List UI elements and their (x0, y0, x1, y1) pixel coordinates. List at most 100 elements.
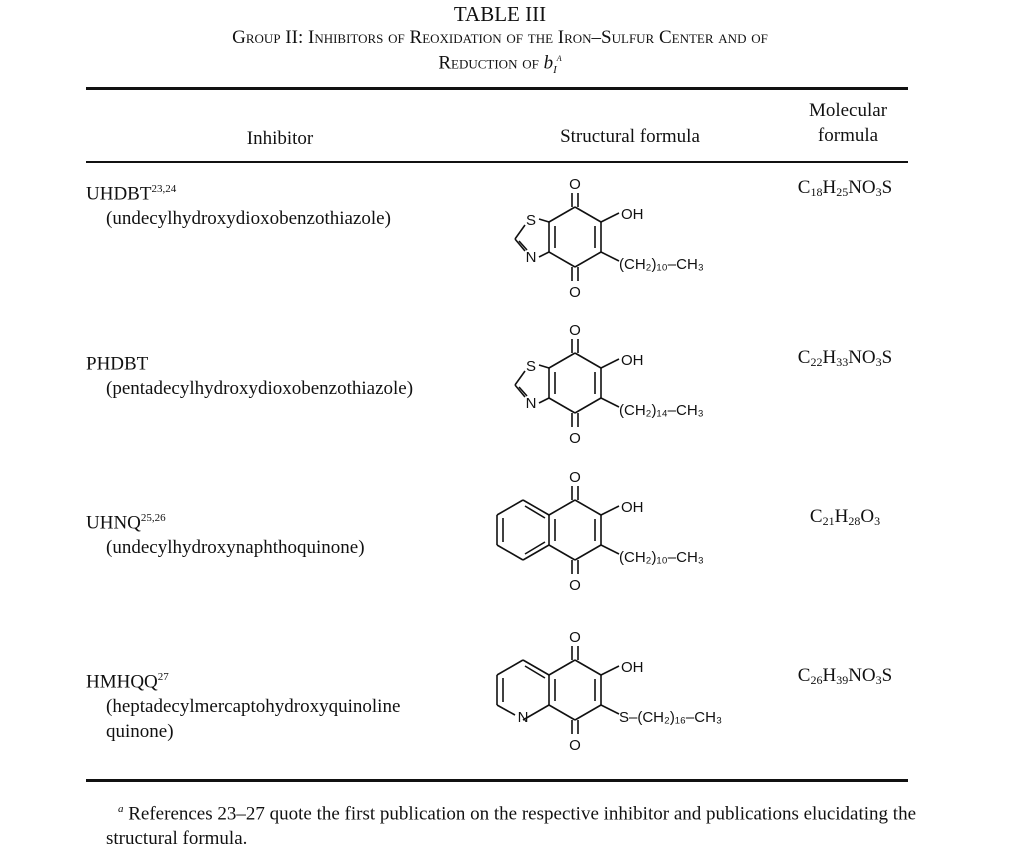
ring-bond (548, 704, 576, 721)
ring-bond (496, 544, 524, 561)
ring-bond (574, 251, 602, 268)
inhibitor-cell: UHNQ25,26 (undecylhydroxynaphthoquinone) (86, 506, 466, 560)
hydroxyl-label: OH (621, 659, 644, 676)
sulfur-label: S (526, 212, 536, 229)
bond (514, 384, 526, 398)
ring-bond (522, 544, 550, 561)
oxygen-top-label: O (569, 176, 581, 193)
hydroxyl-bond (600, 665, 620, 676)
hydroxyl-label: OH (621, 499, 644, 516)
ring-bond (548, 659, 576, 676)
inhibitor-full-name: (heptadecylmercaptohydroxyquinoline quin… (106, 696, 401, 743)
oxygen-bottom-label: O (569, 737, 581, 754)
oxygen-bottom-label: O (569, 284, 581, 301)
ring-bond (496, 659, 524, 676)
table-title-line1: Group II: Inhibitors of Reoxidation of t… (232, 27, 768, 48)
inhibitor-abbr: PHDBT (86, 347, 466, 376)
nitrogen-label: N (518, 709, 529, 726)
hydroxyl-label: OH (621, 352, 644, 369)
double-bond (518, 386, 528, 397)
double-bond (524, 505, 546, 519)
inhibitor-cell: PHDBT (pentadecylhydroxydioxobenzothiazol… (86, 347, 466, 401)
double-bond (524, 665, 546, 679)
bond (538, 251, 550, 258)
chain-bond (600, 544, 620, 555)
ring-bond (496, 499, 524, 516)
oxygen-top-label: O (569, 322, 581, 339)
oxygen-top-label: O (569, 629, 581, 646)
abbr-text: UHDBT (86, 183, 152, 205)
nitrogen-label: N (526, 249, 537, 266)
footnote-text: References 23–27 quote the first publica… (106, 803, 916, 850)
abbr-text: PHDBT (86, 353, 149, 375)
chain-bond (600, 397, 620, 408)
ring-bond (574, 352, 602, 369)
nitrogen-label: N (526, 395, 537, 412)
ref-superscript: 25,26 (140, 512, 166, 524)
bottom-rule (86, 779, 908, 782)
ring-bond (548, 206, 576, 223)
ring-bond (548, 352, 576, 369)
inhibitor-full-name: (undecylhydroxynaphthoquinone) (106, 537, 365, 559)
inhibitor-cell: HMHQQ27(heptadecylmercaptohydroxyquinoli… (86, 665, 466, 744)
bond (514, 238, 526, 252)
title-sub: I (553, 64, 557, 77)
molecular-formula: C22H33NO3S (797, 347, 893, 369)
bond (514, 224, 526, 240)
header-structural-formula: Structural formula (560, 126, 700, 147)
hydroxyl-bond (600, 505, 620, 516)
ring-bond (574, 397, 602, 414)
inhibitor-full-name: (pentadecylhydroxydioxobenzothiazole) (106, 378, 414, 400)
substituent-label: (CH₂)₁₄–CH₃ (619, 402, 704, 419)
ring-bond (548, 544, 576, 561)
footnote: a References 23–27 quote the first publi… (106, 797, 926, 851)
inhibitor-abbr: UHDBT23,24 (86, 177, 466, 206)
double-bond (524, 541, 546, 555)
header-inhibitor: Inhibitor (246, 128, 314, 149)
inhibitor-abbr: HMHQQ27 (86, 665, 466, 694)
table-title-line2: Reduction of bIa (0, 52, 1000, 76)
bond (538, 397, 550, 404)
ring-bond (548, 251, 576, 268)
table-number: TABLE III (453, 2, 547, 26)
ring-bond (496, 704, 516, 716)
substituent-label: (CH₂)₁₀–CH₃ (619, 256, 704, 273)
ring-bond (548, 499, 576, 516)
ring-bond (522, 704, 550, 721)
bond (538, 218, 550, 223)
inhibitor-cell: UHDBT23,24(undecylhydroxydioxobenzothiaz… (86, 177, 466, 231)
ring-bond (574, 499, 602, 516)
structural-formula: O O OH S–(CH₂)₁₆–CH₃ N (496, 629, 722, 754)
bond (538, 364, 550, 369)
ref-superscript: 23,24 (151, 183, 177, 195)
molecular-formula: C18H25NO3S (797, 177, 893, 199)
title-text: Reduction of (438, 52, 544, 74)
structural-formula: O O OH (CH₂)₁₀–CH₃ S N (514, 176, 704, 301)
title-sup: a (556, 52, 562, 64)
ring-bond (548, 397, 576, 414)
ring-bond (574, 206, 602, 223)
ring-bond (574, 704, 602, 721)
ring-bond (522, 659, 550, 676)
hydroxyl-label: OH (621, 206, 644, 223)
abbr-text: HMHQQ (86, 671, 158, 693)
molecular-formula: C26H39NO3S (797, 665, 893, 687)
hydroxyl-bond (600, 212, 620, 223)
ref-superscript: 27 (157, 671, 169, 683)
ring-bond (522, 499, 550, 516)
ring-bond (574, 544, 602, 561)
header-molecular-line1: Molecular (808, 100, 888, 121)
abbr-text: UHNQ (86, 512, 141, 534)
header-molecular-line2: formula (817, 125, 879, 146)
chain-bond (600, 251, 620, 262)
hydroxyl-bond (600, 358, 620, 369)
substituent-label: (CH₂)₁₀–CH₃ (619, 549, 704, 566)
ring-bond (574, 659, 602, 676)
substituent-label: S–(CH₂)₁₆–CH₃ (619, 709, 722, 726)
oxygen-bottom-label: O (569, 577, 581, 594)
chain-bond (600, 704, 620, 715)
sulfur-label: S (526, 358, 536, 375)
double-bond (518, 240, 528, 251)
